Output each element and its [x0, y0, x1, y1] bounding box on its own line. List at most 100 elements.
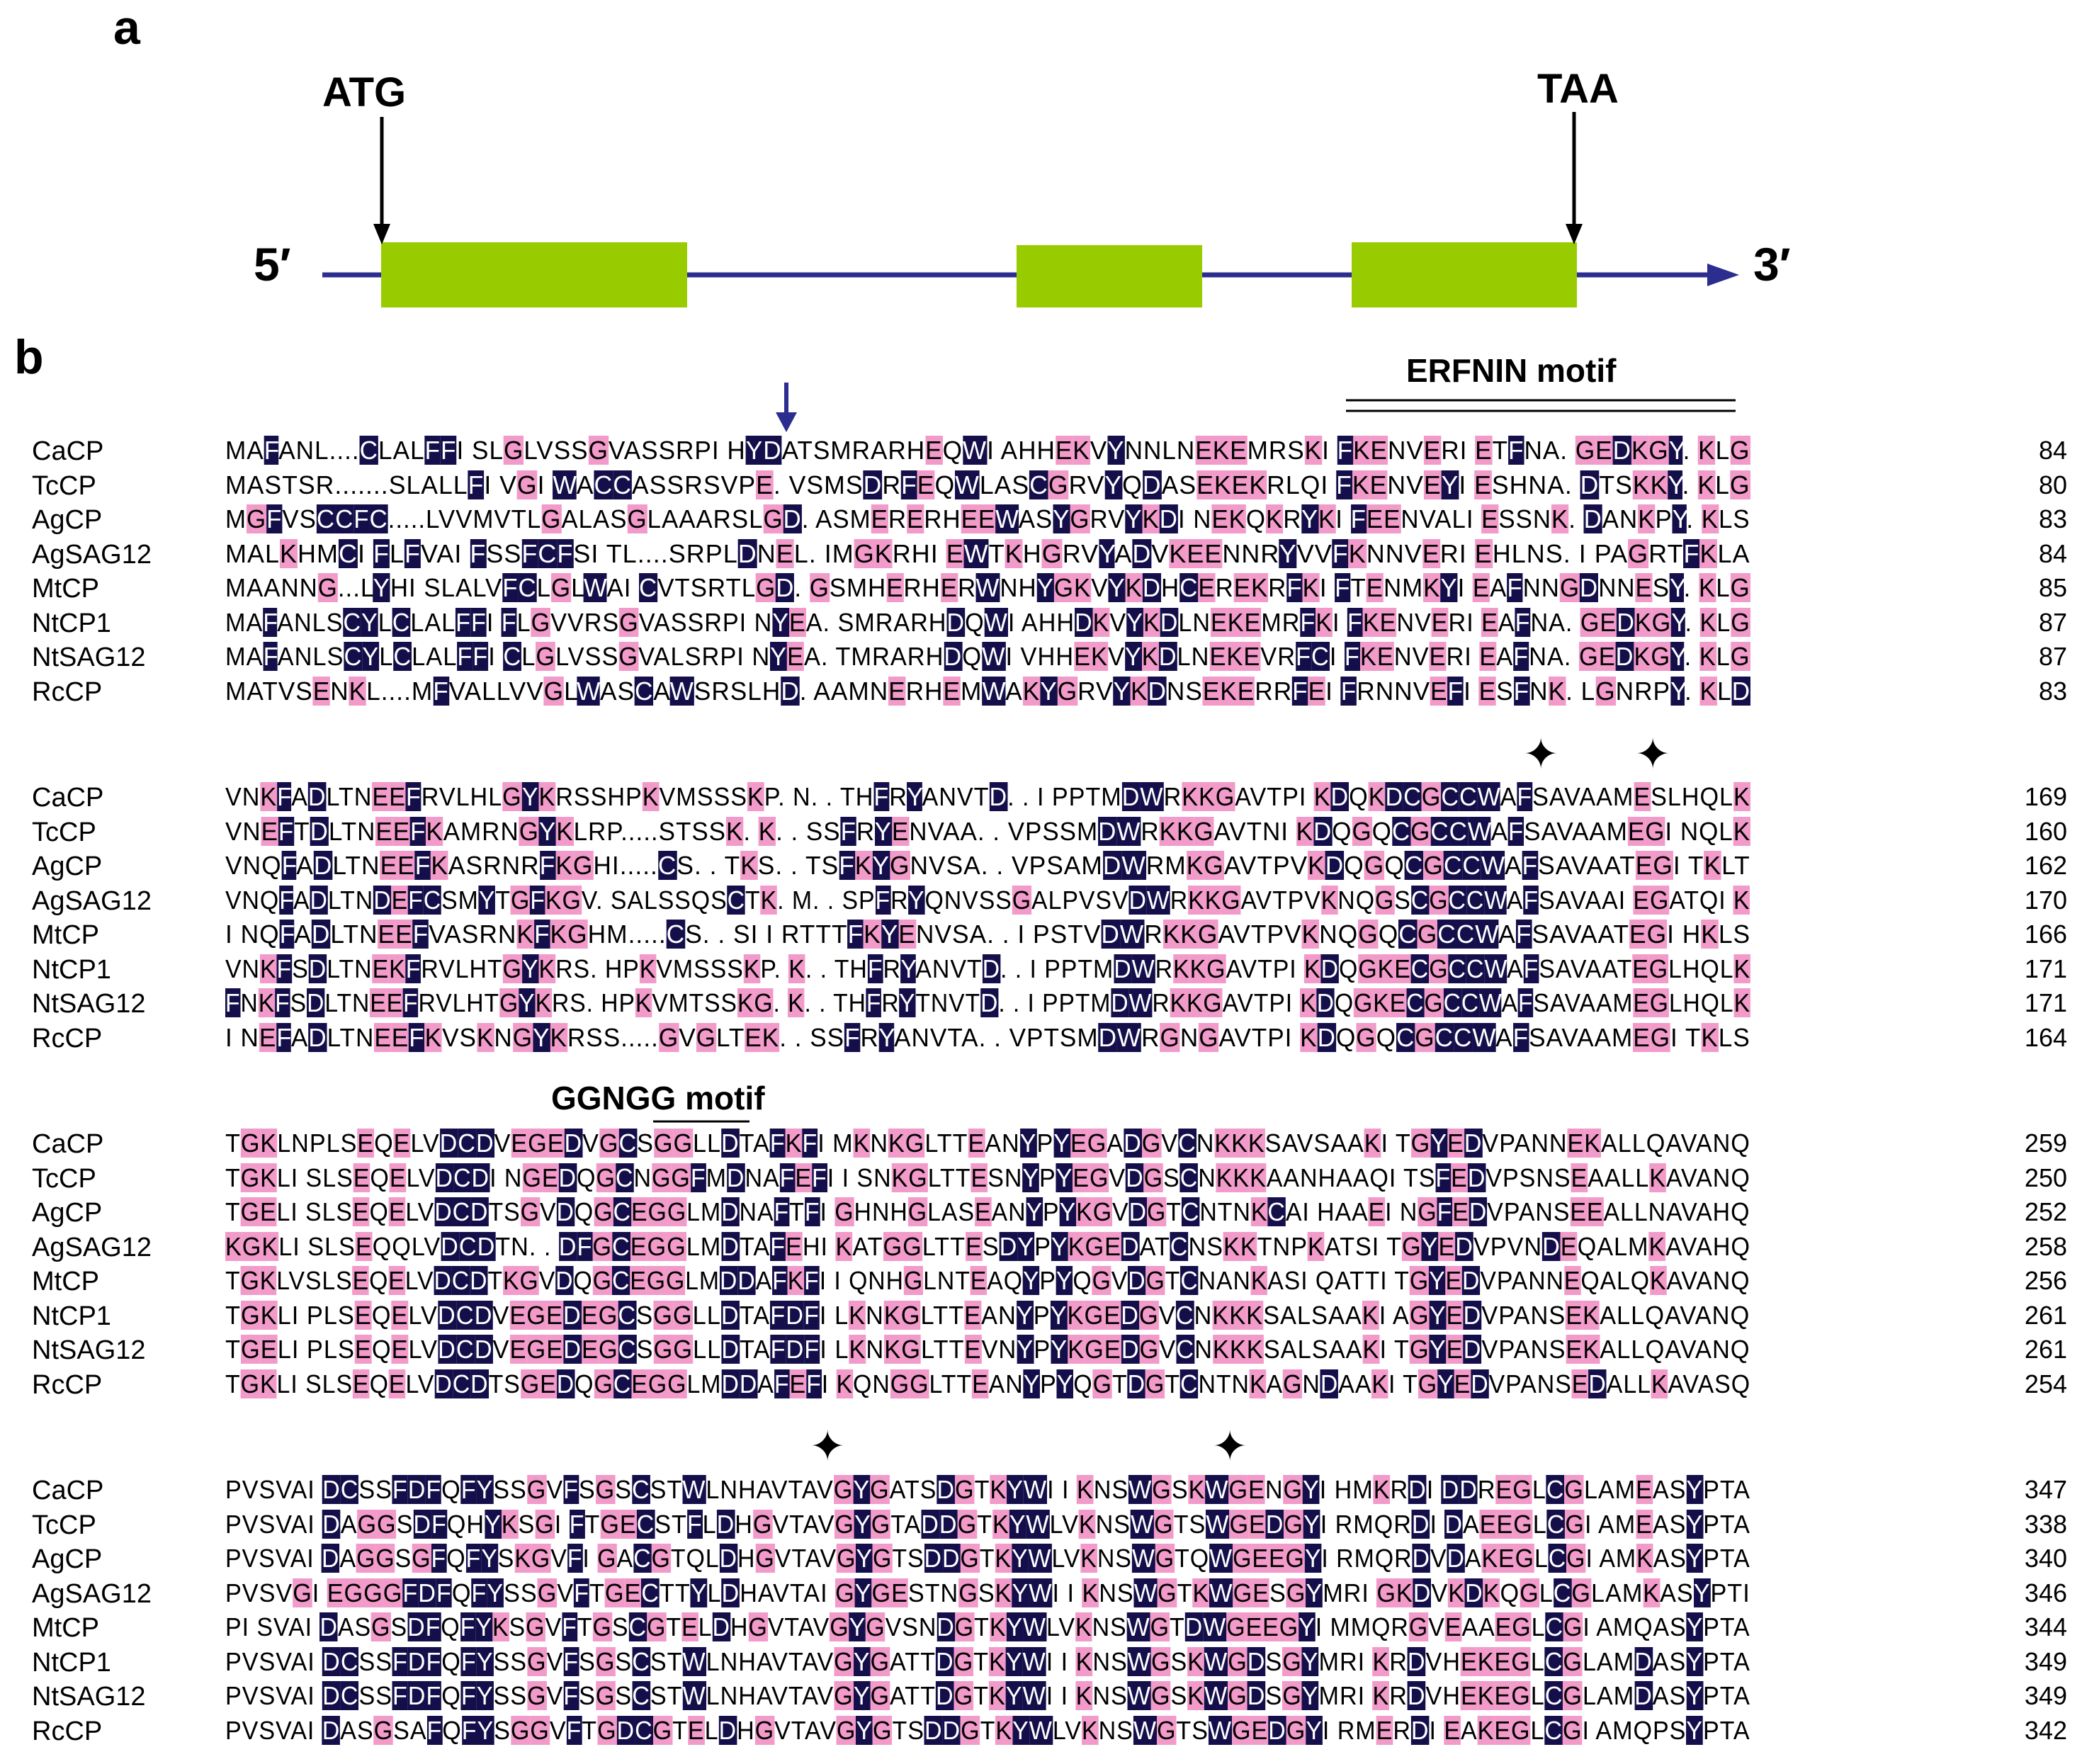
residue-count: 344	[2024, 1612, 2067, 1641]
residue-count: 340	[2024, 1544, 2067, 1573]
residue-count: 347	[2024, 1475, 2067, 1504]
sequence-residues: MAANNG...LYHI SLALVFCLGLWAI CVTSRTLGD. G…	[225, 573, 1750, 602]
five-prime-label: 5′	[254, 238, 291, 290]
gene-structure	[322, 112, 1739, 307]
sequence-residues: PI SVAI DASGSDFQFYKSGVFTGSCGTELDHGVTAVGY…	[225, 1612, 1750, 1641]
sequence-residues: PVSVAI DAGGSGFQFYSKGVFI GACGTQLDHGVTAVGY…	[225, 1544, 1750, 1573]
sequence-name: NtSAG12	[32, 643, 146, 672]
start-codon-label: ATG	[322, 69, 407, 115]
sequence-name: AgSAG12	[32, 1232, 152, 1262]
sequence-name: AgSAG12	[32, 886, 152, 916]
residue-count: 160	[2024, 816, 2067, 846]
sequence-residues: TGKLI PLSEQELVDCDVEGEDEGCSGGLLDTAFDFI LK…	[225, 1300, 1750, 1330]
residue-count: 258	[2024, 1231, 2067, 1261]
sequence-name: TcCP	[32, 817, 96, 847]
panel-a-label: a	[113, 1, 140, 55]
sequence-name: MtCP	[32, 920, 99, 950]
sequence-residues: VNQFADLTNEEFKASRNRFKGHI.....CS. . TKS. .…	[225, 851, 1750, 880]
sequence-name: MtCP	[32, 574, 99, 604]
residue-count: 84	[2038, 538, 2067, 568]
sequence-name: RcCP	[32, 1369, 103, 1400]
sequence-name: AgCP	[32, 852, 103, 881]
sequence-residues: PVSVAI DASGSAFQFYSGGVFTGDCGTELDHGVTAVGYG…	[225, 1715, 1750, 1745]
sequence-name: AgSAG12	[32, 539, 152, 570]
star-marker-4: ✦	[1212, 1423, 1248, 1470]
sequence-residues: TGELI SLSEQELVDCDTSGVDQGCEGGLMDNAFTFI GH…	[225, 1197, 1750, 1226]
atg-arrowhead	[373, 224, 390, 244]
residue-count: 169	[2024, 782, 2067, 811]
sequence-name: AgCP	[32, 505, 103, 535]
sequence-name: AgCP	[32, 1544, 103, 1574]
residue-count: 250	[2024, 1163, 2067, 1192]
sequence-residues: MAFANL....CLALFFI SLGLVSSGVASSRPI HYDATS…	[225, 436, 1750, 465]
sequence-residues: FNKFSDLTNEEFRVLHTGYKRS. HPKVMTSSKG. K. .…	[225, 988, 1750, 1017]
residue-count: 349	[2024, 1646, 2067, 1676]
sequence-name: TcCP	[32, 1163, 96, 1194]
sequence-residues: PVSVAI DAGGSDFQHYKSGI FTGECSTFLDHGVTAVGY…	[225, 1509, 1750, 1539]
alignment-annotations	[653, 383, 1736, 1123]
sequence-name: AgCP	[32, 1198, 103, 1228]
sequence-name: NtSAG12	[32, 989, 146, 1019]
residue-count: 261	[2024, 1300, 2067, 1330]
sequence-residues: MGFVSCCFC.....LVVMVTLGALASGLAAARSLGD. AS…	[225, 504, 1750, 533]
sequence-name: MtCP	[32, 1613, 99, 1643]
sequence-name: NtCP1	[32, 1647, 111, 1678]
sequence-residues: PVSVGI EGGGFDFQFYSSGVFTGECTTYLDHAVTAI GY…	[225, 1578, 1750, 1607]
sequence-name: MtCP	[32, 1267, 99, 1296]
residue-count: 84	[2038, 436, 2067, 465]
sequence-residues: VNQFADLTNDEFCSMYTGFKGV. SALSSQSCTK. M. .…	[225, 885, 1750, 915]
residue-count: 254	[2024, 1369, 2067, 1398]
sequence-residues: MASTSR.......SLALLFI VGI WACCASSRSVPE. V…	[225, 470, 1750, 499]
residue-count: 342	[2024, 1715, 2067, 1745]
sequence-residues: TGKLVSLSEQELVDCDTKGVDQGCEGGLMDDAFKFI I Q…	[225, 1266, 1750, 1295]
sequence-residues: TGKLI SLSEQELVDCDI NGEDQGCNGGFMDNAFEFI I…	[225, 1163, 1750, 1192]
sequence-name: NtCP1	[32, 1301, 111, 1331]
sequence-name: TcCP	[32, 1510, 96, 1540]
sequence-name: TcCP	[32, 470, 96, 501]
sequence-name: CaCP	[32, 1476, 104, 1505]
sequence-residues: MAFANLSCYLCLALFFI FLGVVRSGVASSRPI NYEA. …	[225, 607, 1750, 637]
residue-count: 171	[2024, 954, 2067, 983]
sequence-residues: VNKFADLTNEEFRVLHLGYKRSSHPKVMSSSKP. N. . …	[225, 782, 1750, 811]
residue-count: 80	[2038, 470, 2067, 499]
residue-count: 261	[2024, 1335, 2067, 1364]
sequence-residues: PVSVAI DCSSFDFQFYSSGVFSGSCSTWLNHAVTAVGYG…	[225, 1646, 1750, 1676]
sequence-residues: TGKLI SLSEQELVDCDTSGEDQGCEGGLMDDAFEFI KQ…	[225, 1369, 1751, 1398]
sequence-name: NtSAG12	[32, 1335, 146, 1365]
residue-count: 171	[2024, 988, 2067, 1017]
star-marker-2: ✦	[1635, 730, 1671, 778]
residue-count: 83	[2038, 504, 2067, 533]
residue-count: 170	[2024, 885, 2067, 915]
sequence-residues: TGKLNPLSEQELVDCDVEGEDVGCSGGLLDTAFKFI MKN…	[225, 1129, 1750, 1158]
sequence-residues: TGELI PLSEQELVDCDVEGEDEGCSGGLLDTAFDFI LK…	[225, 1335, 1750, 1364]
sequence-name: CaCP	[32, 1129, 104, 1159]
residue-count: 85	[2038, 573, 2067, 602]
exon-2	[1017, 245, 1202, 307]
sequence-residues: I NQFADLTNEEFVASRNKFKGHM.....CS. . SI I …	[225, 920, 1751, 949]
sequence-name: RcCP	[32, 1023, 103, 1053]
taa-arrowhead	[1566, 224, 1583, 244]
erfnin-motif-label: ERFNIN motif	[1406, 352, 1617, 389]
sequence-name: AgSAG12	[32, 1578, 152, 1609]
star-marker-1: ✦	[1523, 730, 1559, 778]
sequence-name: NtSAG12	[32, 1682, 146, 1712]
sequence-name: CaCP	[32, 436, 104, 466]
panel-b-label: b	[14, 330, 44, 384]
residue-count: 87	[2038, 607, 2067, 637]
star-marker-3: ✦	[810, 1423, 846, 1470]
residue-count: 87	[2038, 642, 2067, 671]
exon-1	[381, 242, 687, 307]
cleavage-arrowhead	[776, 412, 797, 432]
exon-3	[1352, 242, 1577, 307]
residue-count: 259	[2024, 1129, 2067, 1158]
sequence-residues: MALKHMCI FLFVAI FSSFCFSI TL....SRPLDNEL.…	[225, 538, 1750, 568]
residue-count: 164	[2024, 1022, 2067, 1052]
sequence-residues: KGKLI SLSEQQLVDCDTN. . DFGCEGGLMDTAFEHI …	[225, 1231, 1751, 1261]
residue-count: 346	[2024, 1578, 2067, 1607]
residue-count: 252	[2024, 1197, 2067, 1226]
sequence-name: NtCP1	[32, 954, 111, 985]
sequence-residues: I NEFADLTNEEFKVSKNGYKRSS.....GVGLTEK. . …	[225, 1022, 1750, 1052]
backbone-arrowhead	[1707, 264, 1739, 286]
residue-count: 162	[2024, 851, 2067, 880]
